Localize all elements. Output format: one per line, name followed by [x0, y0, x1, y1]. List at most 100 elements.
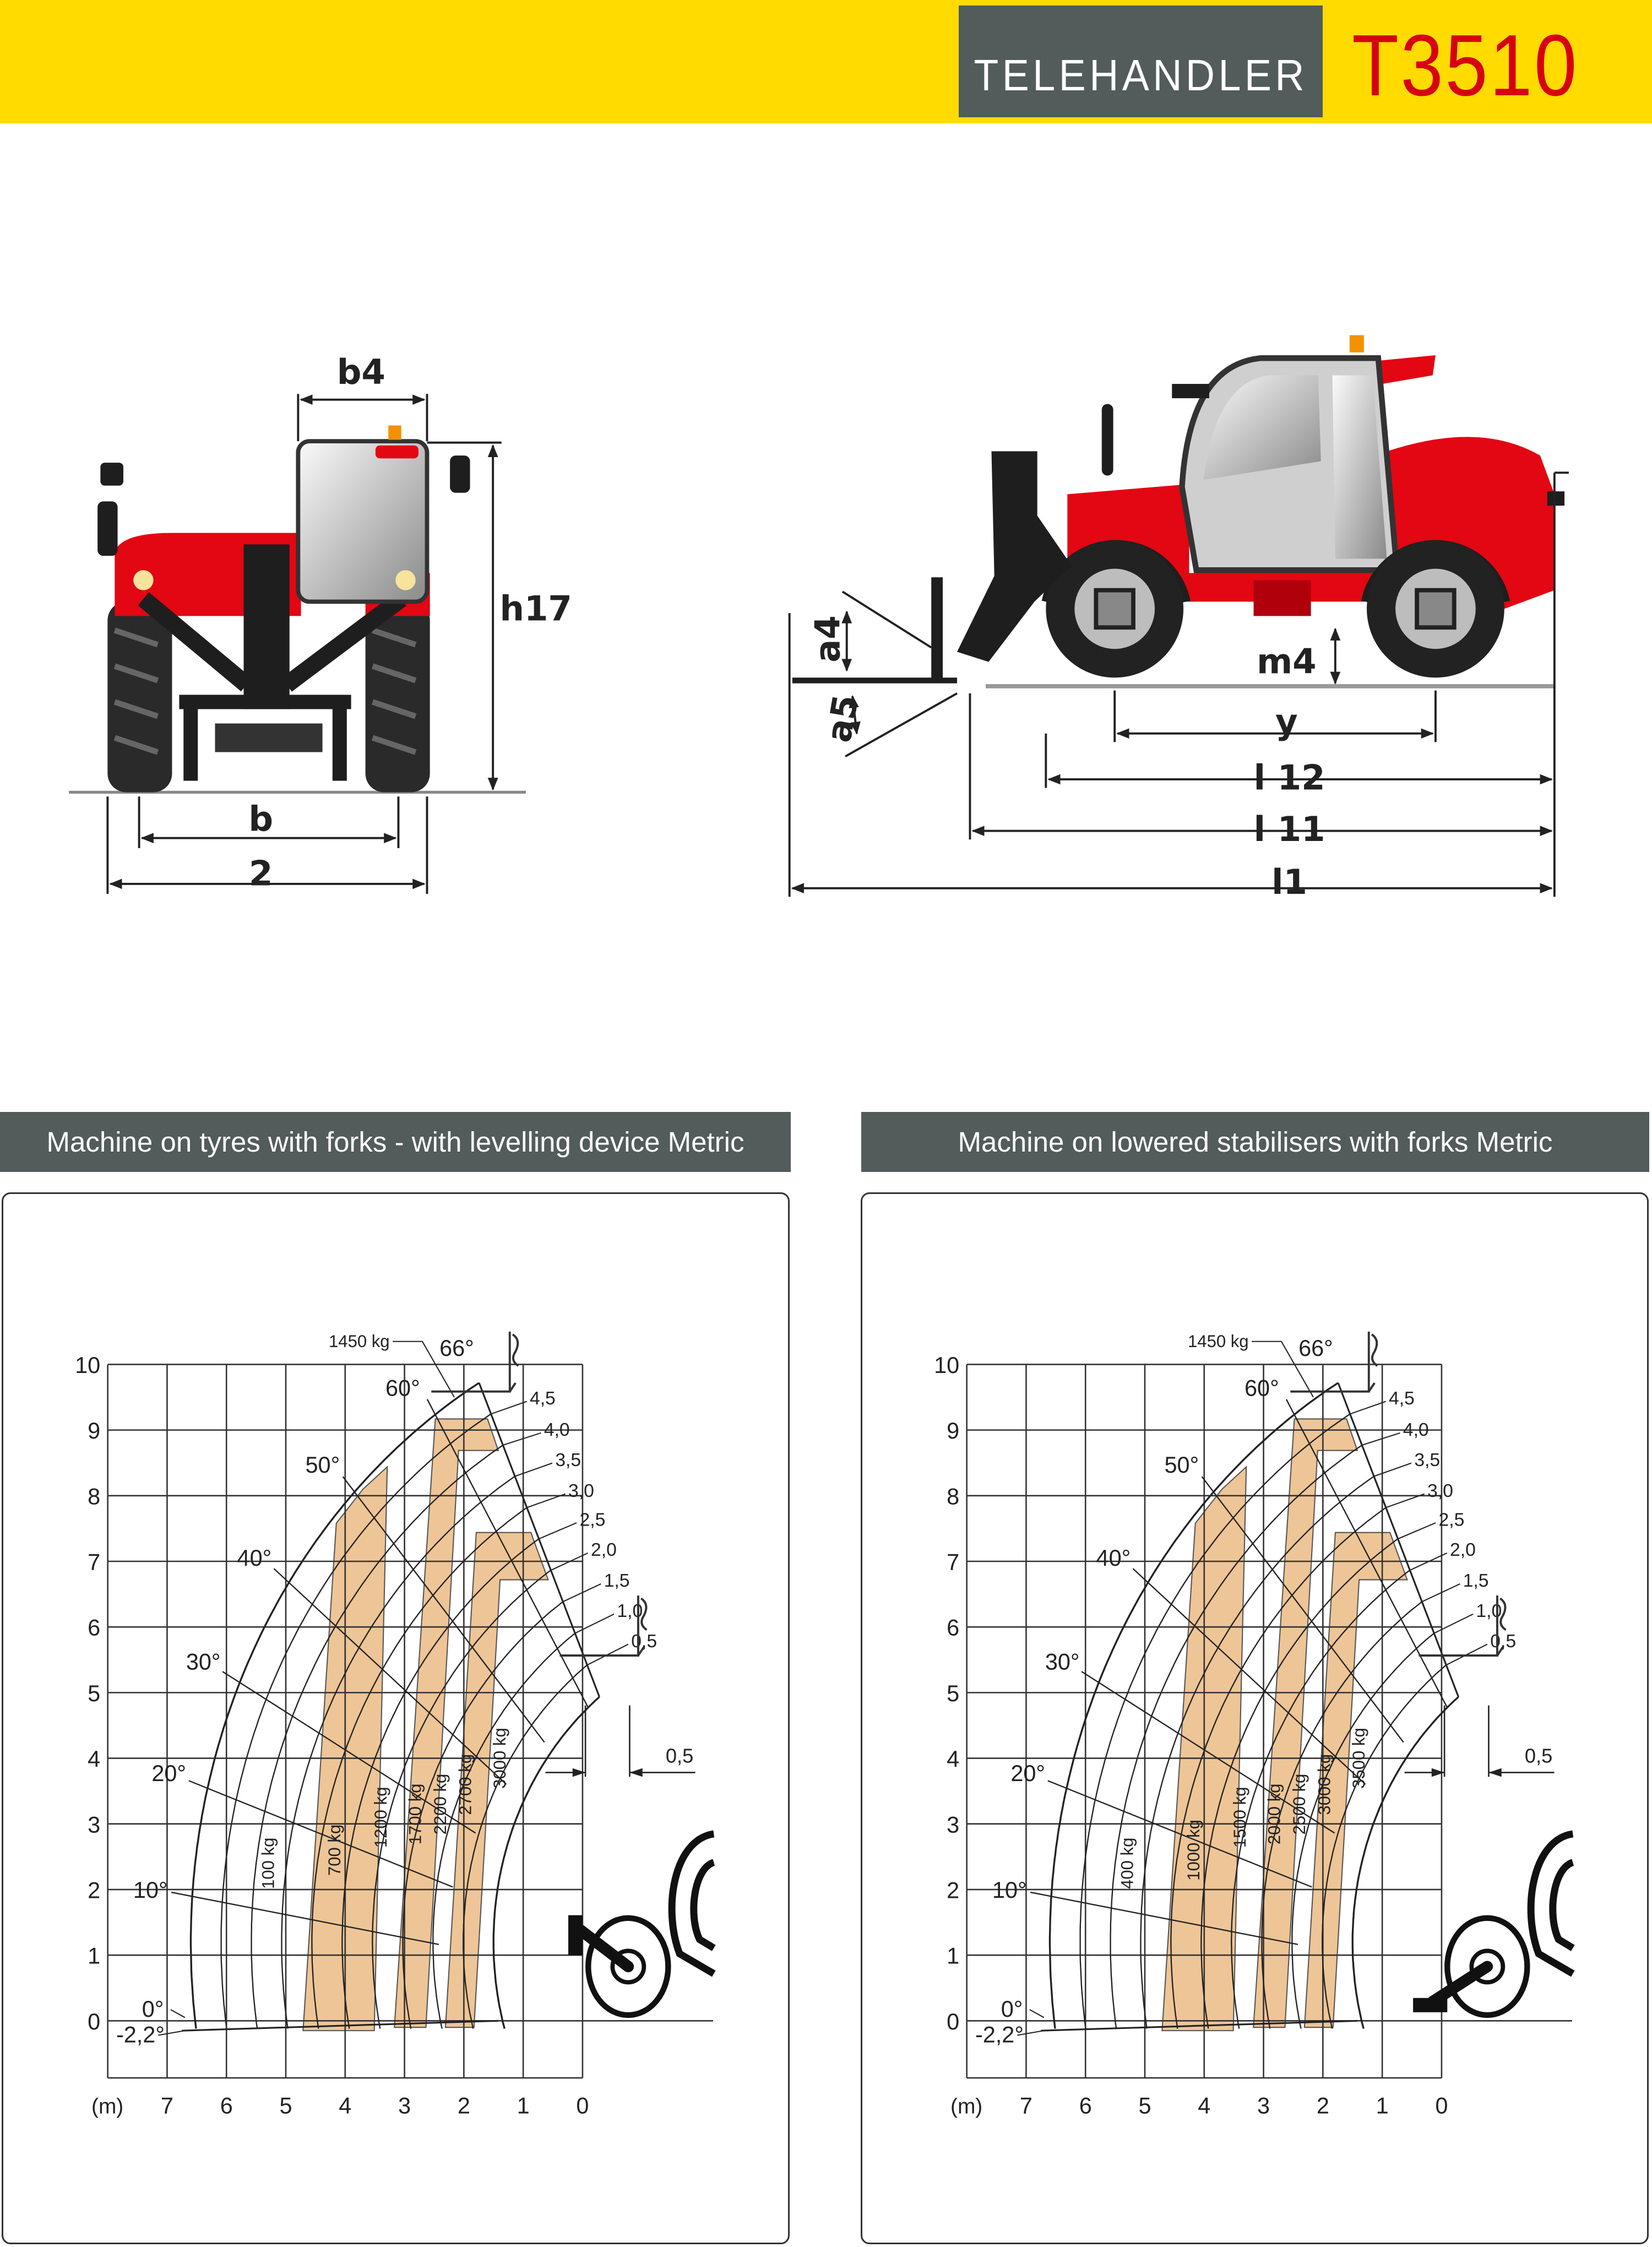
- load-zone-3: [444, 1532, 549, 2028]
- angle-label: 50°: [305, 1452, 340, 1478]
- beacon-icon: [1349, 335, 1364, 352]
- y-tick-label: 1: [947, 1943, 959, 1969]
- cab-window: [1203, 375, 1321, 480]
- dim-b4: b4: [337, 352, 385, 392]
- y-tick-label: 6: [88, 1615, 100, 1641]
- extension-arc: [189, 1382, 480, 2029]
- extension-arc: [492, 1696, 600, 2029]
- extension-label: 4,0: [544, 1420, 570, 1440]
- extension-arc: [1048, 1382, 1339, 2029]
- boom-angle-line: [1132, 1568, 1366, 1785]
- dim-a5: a5: [818, 692, 866, 745]
- dim-l12: l 12: [1254, 757, 1325, 797]
- y-tick-label: 8: [947, 1483, 959, 1509]
- extension-leader: [1373, 1462, 1412, 1477]
- extension-label: 4,5: [530, 1388, 556, 1409]
- mirror-icon: [1101, 404, 1113, 476]
- boom-pivot-arm: [576, 1925, 632, 1972]
- x-tick-label: 5: [279, 2093, 292, 2119]
- fork-offset-label: 0,5: [1525, 1744, 1552, 1767]
- extension-arc: [251, 1445, 503, 2029]
- extension-arc: [220, 1413, 492, 2029]
- boom-angle-line: [273, 1568, 507, 1785]
- hub: [1415, 588, 1457, 630]
- boom-angle-line: [1030, 1891, 1298, 1945]
- x-tick-label: 3: [398, 2093, 411, 2119]
- extension-leader: [550, 1552, 589, 1571]
- load-zone-3: [1303, 1532, 1408, 2028]
- fork-offset-dimension: [1404, 1705, 1555, 1777]
- extension-arc: [311, 1507, 528, 2029]
- angle-label: 50°: [1164, 1452, 1199, 1478]
- max-height-load-label: 1450 kg: [329, 1332, 390, 1351]
- y-tick-label: 4: [88, 1746, 100, 1772]
- x-tick-label: 0: [576, 2093, 589, 2119]
- chart-title-stabilisers: Machine on lowered stabilisers with fork…: [861, 1112, 1649, 1172]
- angle-label: 10°: [133, 1877, 168, 1903]
- fork-icon: [1290, 1331, 1378, 1393]
- fork-offset-dimension: [545, 1705, 695, 1777]
- load-label: 2000 kg: [1265, 1784, 1284, 1845]
- extension-arc: [1231, 1570, 1411, 2029]
- boom-side: [957, 451, 1072, 662]
- extension-arc: [281, 1475, 515, 2029]
- angle-line-66: [1337, 1382, 1459, 1697]
- load-label: 700 kg: [325, 1825, 344, 1876]
- y-tick-label: 8: [88, 1483, 100, 1509]
- extension-arc: [432, 1632, 575, 2029]
- right-tyre: [365, 601, 430, 793]
- x-tick-label: 6: [1079, 2093, 1092, 2119]
- load-label: 3000 kg: [490, 1728, 509, 1789]
- y-tick-label: 5: [947, 1680, 959, 1706]
- fork-icon: [1419, 1595, 1507, 1657]
- angle-leader: [1029, 2009, 1045, 2018]
- angle-label: 40°: [1096, 1545, 1131, 1571]
- y-tick-label: 3: [88, 1811, 100, 1837]
- angle-label: 30°: [1045, 1648, 1080, 1674]
- extension-leader: [562, 1583, 601, 1603]
- extension-arc: [402, 1601, 563, 2029]
- extension-arc: [372, 1570, 552, 2029]
- boom-angle-line: [171, 1891, 439, 1945]
- mirror-icon: [1172, 384, 1209, 399]
- load-label: 2200 kg: [431, 1774, 450, 1835]
- boom-angle-line: [1047, 1780, 1312, 1888]
- x-tick-label: 4: [1198, 2093, 1210, 2119]
- y-tick-label: 2: [88, 1877, 100, 1903]
- cab-roof-visor: [1375, 355, 1436, 384]
- x-unit-label: (m): [91, 2095, 123, 2119]
- load-label: 1500 kg: [1230, 1787, 1249, 1848]
- wheel-hub-icon: [1469, 1949, 1506, 1985]
- extension-label: 3,5: [555, 1450, 581, 1470]
- boom-angle-line: [1201, 1476, 1404, 1743]
- boom-angle-line: [426, 1399, 589, 1709]
- angle-label: 0°: [142, 1996, 164, 2022]
- extension-leader: [514, 1462, 553, 1477]
- side-view: a4 a5 m4 y l 12 l 11 l1: [788, 335, 1569, 902]
- x-unit-label: (m): [950, 2095, 982, 2119]
- x-tick-label: 2: [1317, 2093, 1329, 2119]
- y-tick-label: 9: [947, 1418, 959, 1443]
- extension-label: 2,5: [580, 1510, 606, 1530]
- frame-post: [183, 702, 198, 781]
- boom-angle-line: [1081, 1671, 1335, 1834]
- tyre-tread: [113, 627, 417, 755]
- y-tick-label: 10: [934, 1352, 959, 1378]
- extension-label: 3,0: [568, 1481, 594, 1501]
- y-tick-label: 10: [75, 1352, 100, 1378]
- dim-h17: h17: [500, 588, 572, 628]
- y-tick-label: 4: [947, 1746, 959, 1772]
- load-label: 2500 kg: [1290, 1774, 1309, 1835]
- extension-leader: [574, 1613, 615, 1634]
- boom-pivot-block: [568, 1915, 583, 1956]
- dim-y: y: [1275, 702, 1298, 742]
- x-tick-label: 2: [458, 2093, 470, 2119]
- extension-arc: [463, 1664, 588, 2029]
- extension-leader: [526, 1493, 566, 1508]
- tow-plate: [215, 723, 323, 752]
- step: [1253, 580, 1311, 616]
- extension-label: 3,5: [1414, 1450, 1440, 1470]
- extension-leader: [1385, 1493, 1425, 1508]
